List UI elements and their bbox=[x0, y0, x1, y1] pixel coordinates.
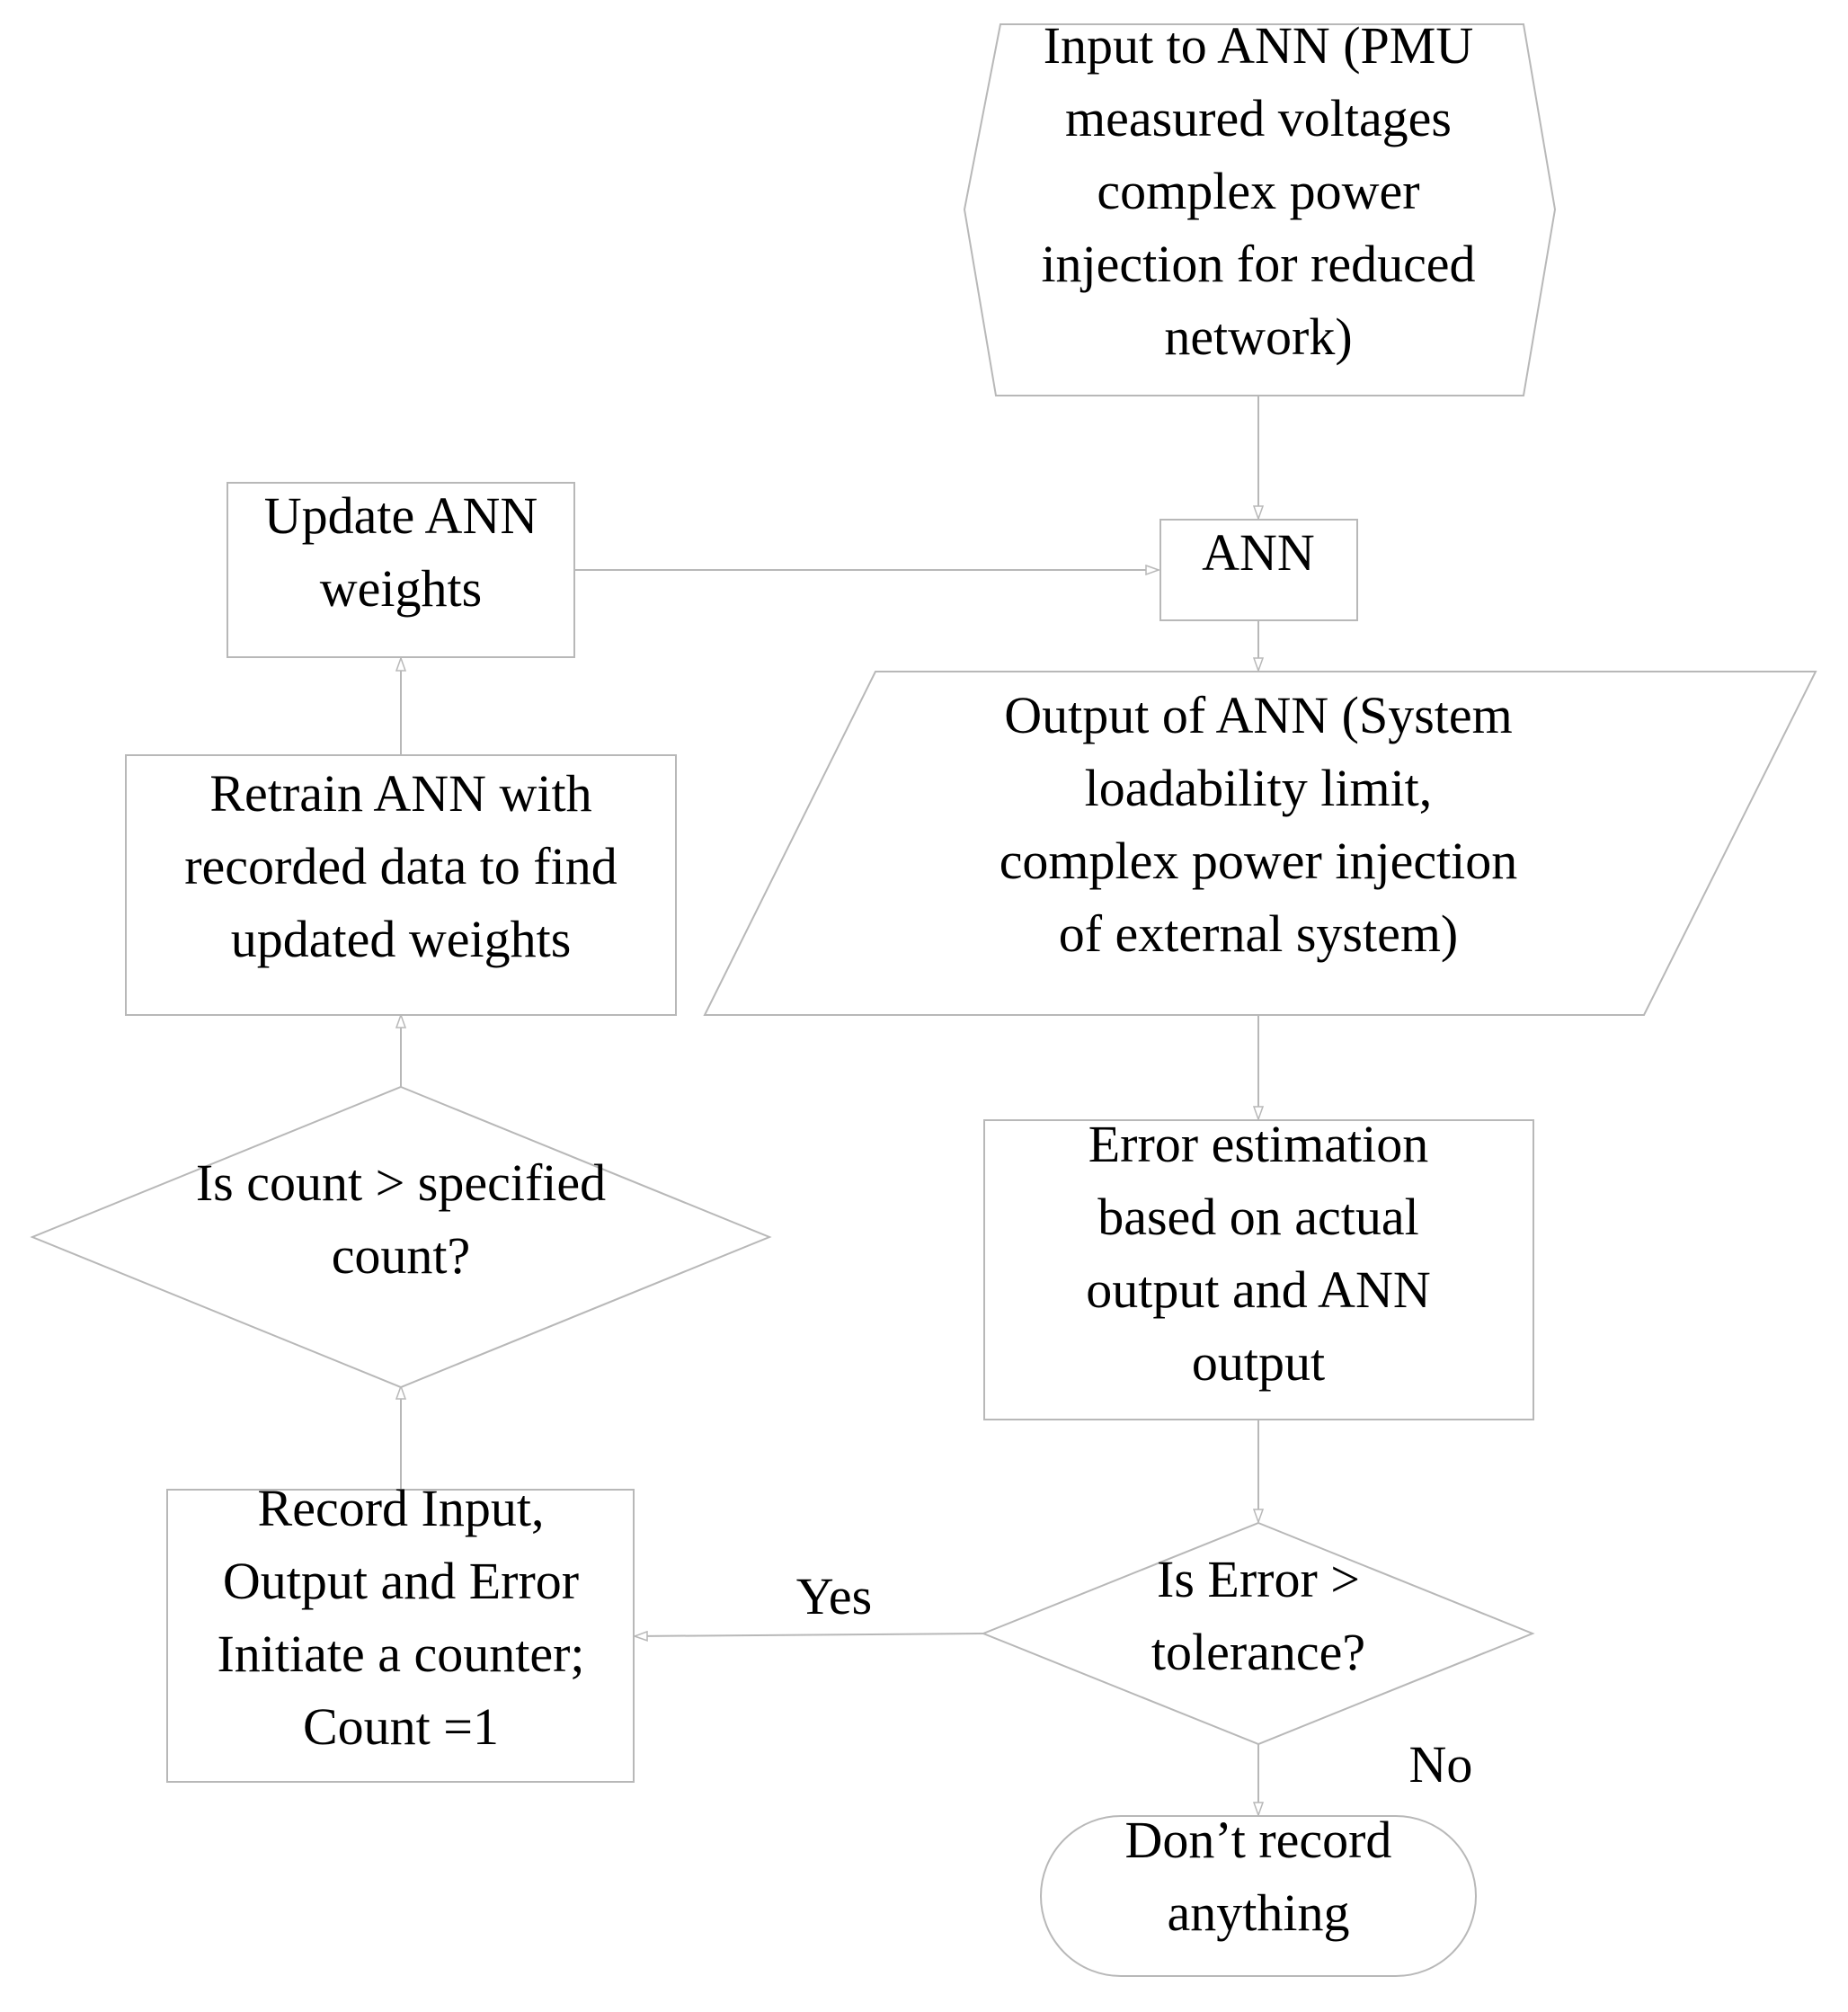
label-line: based on actual bbox=[1097, 1188, 1419, 1246]
yes-branch-label: Yes bbox=[796, 1567, 872, 1625]
label-line: Update ANN bbox=[264, 486, 538, 545]
node-count-decision: Is count > specified count? bbox=[30, 1085, 772, 1389]
label-line: Output and Error bbox=[223, 1552, 579, 1610]
error-decision-label: Is Error > tolerance? bbox=[1151, 1550, 1365, 1681]
label-line: injection for reduced bbox=[1041, 235, 1475, 293]
retrain-label: Retrain ANN with recorded data to find upd… bbox=[184, 764, 617, 968]
label-line: output and ANN bbox=[1086, 1260, 1430, 1319]
label-line: Is Error > bbox=[1157, 1550, 1360, 1608]
dont-record-terminator bbox=[1040, 1815, 1477, 1977]
label-line: Output of ANN (System bbox=[1004, 686, 1513, 744]
label-line: updated weights bbox=[231, 910, 572, 968]
label-line: ANN bbox=[1202, 523, 1315, 582]
label-line: output bbox=[1192, 1333, 1325, 1392]
node-retrain: Retrain ANN with recorded data to find upd… bbox=[125, 754, 677, 1016]
label-line: count? bbox=[332, 1226, 471, 1285]
node-error-decision: Is Error > tolerance? bbox=[981, 1521, 1535, 1746]
input-label: Input to ANN (PMU measured voltages comple… bbox=[1041, 16, 1475, 366]
error-estimation-label: Error estimation based on actual output an… bbox=[1086, 1115, 1430, 1392]
no-branch-label: No bbox=[1409, 1735, 1473, 1794]
ann-box bbox=[1159, 519, 1358, 621]
node-dont-record: Don’t record anything bbox=[1040, 1811, 1477, 1977]
label-line: Count =1 bbox=[303, 1697, 499, 1756]
label-line: Initiate a counter; bbox=[217, 1625, 584, 1683]
label-line: Record Input, bbox=[258, 1479, 545, 1537]
label-line: anything bbox=[1168, 1883, 1350, 1942]
output-parallelogram-shape bbox=[703, 671, 1817, 1016]
update-label: Update ANN weights bbox=[264, 486, 538, 618]
error-decision-diamond bbox=[981, 1521, 1535, 1746]
label-line: Retrain ANN with bbox=[209, 764, 591, 823]
connectors bbox=[401, 396, 1258, 1815]
record-box bbox=[166, 1489, 635, 1783]
label-line: of external system) bbox=[1059, 904, 1459, 963]
label-line: network) bbox=[1164, 307, 1352, 366]
node-error-estimation: Error estimation based on actual output an… bbox=[983, 1115, 1534, 1420]
count-decision-diamond bbox=[30, 1085, 772, 1389]
update-box bbox=[227, 482, 575, 658]
label-line: weights bbox=[320, 559, 482, 618]
label-line: complex power bbox=[1097, 162, 1419, 220]
arrow-decision-to-record bbox=[635, 1634, 984, 1636]
input-hexagon-shape bbox=[963, 23, 1557, 396]
label-line: recorded data to find bbox=[184, 837, 617, 895]
label-line: Don’t record bbox=[1125, 1811, 1392, 1869]
label-line: tolerance? bbox=[1151, 1623, 1365, 1681]
node-input: Input to ANN (PMU measured voltages comple… bbox=[963, 16, 1557, 396]
node-output: Output of ANN (System loadability limit, c… bbox=[703, 671, 1817, 1016]
label-line: measured voltages bbox=[1065, 89, 1452, 147]
label-line: Error estimation bbox=[1088, 1115, 1429, 1173]
dont-record-label: Don’t record anything bbox=[1125, 1811, 1392, 1942]
label-line: complex power injection bbox=[1000, 832, 1518, 890]
count-decision-label: Is count > specified count? bbox=[196, 1153, 606, 1285]
ann-label: ANN bbox=[1202, 523, 1315, 582]
node-update: Update ANN weights bbox=[227, 482, 575, 658]
node-ann: ANN bbox=[1159, 519, 1358, 621]
error-estimation-box bbox=[983, 1119, 1534, 1420]
label-line: Is count > specified bbox=[196, 1153, 606, 1212]
label-line: Input to ANN (PMU bbox=[1044, 16, 1474, 75]
retrain-box bbox=[125, 754, 677, 1016]
label-line: loadability limit, bbox=[1085, 759, 1433, 817]
output-label: Output of ANN (System loadability limit, c… bbox=[1000, 686, 1518, 963]
